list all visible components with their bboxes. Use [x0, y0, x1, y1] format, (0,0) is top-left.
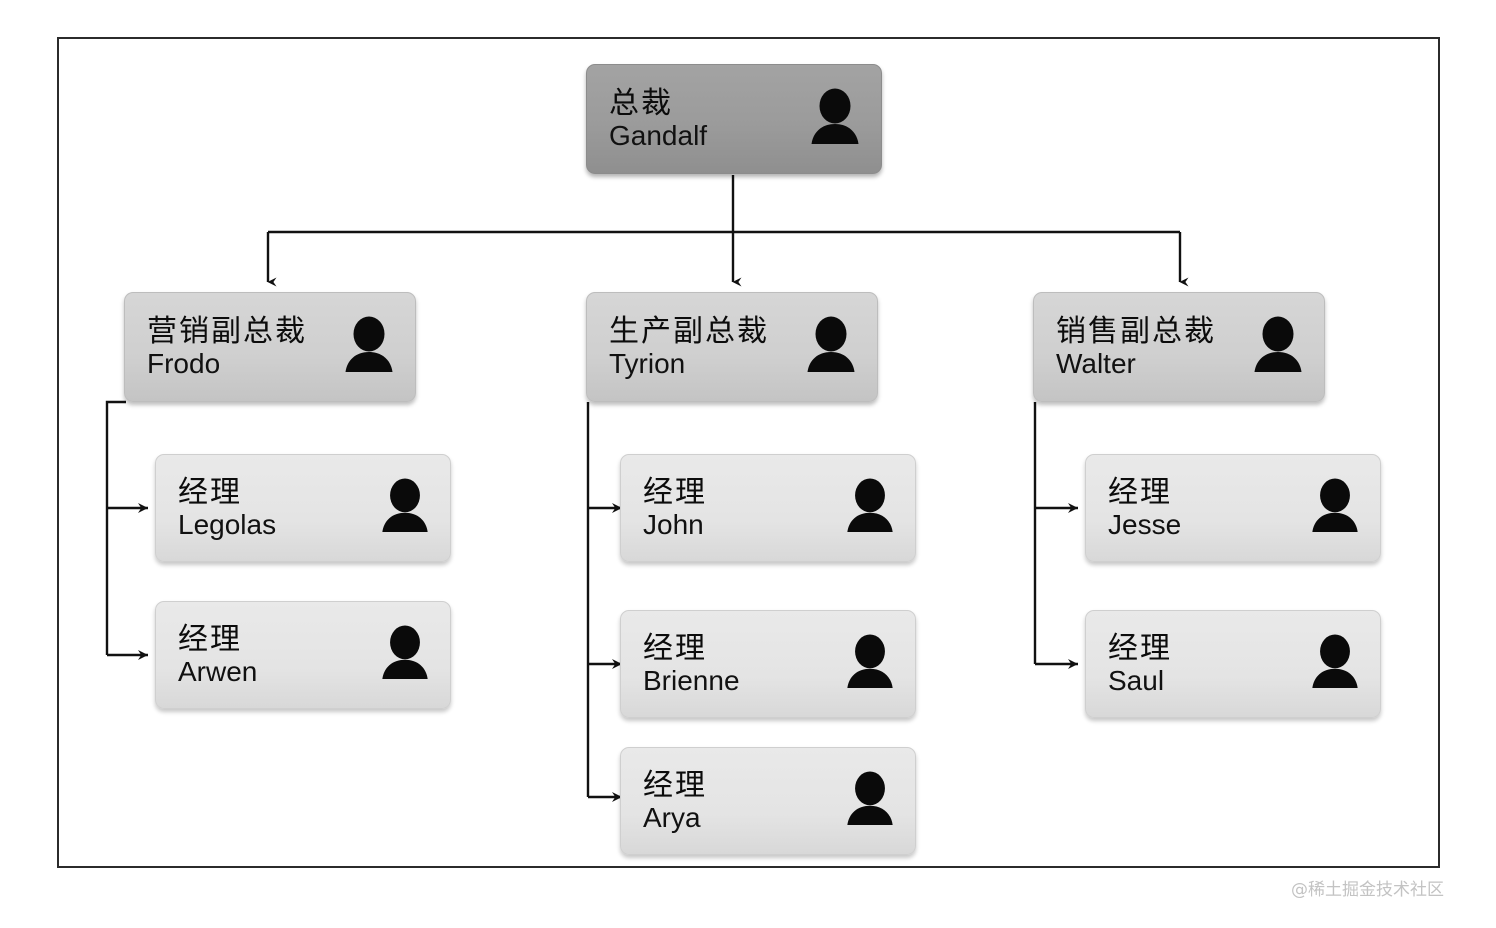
node-title: 经理 — [1108, 630, 1172, 666]
node-person: Tyrion — [609, 347, 686, 379]
node-title: 销售副总裁 — [1056, 313, 1216, 349]
node-title: 经理 — [643, 474, 707, 510]
node-title: 总裁 — [609, 85, 673, 121]
node-manager-brienne[interactable]: 经理 Brienne — [620, 610, 916, 718]
node-person: Arwen — [178, 655, 258, 687]
node-person: Saul — [1108, 664, 1165, 696]
node-manager-arya[interactable]: 经理 Arya — [620, 747, 916, 855]
node-title: 经理 — [178, 621, 242, 657]
node-labels: 经理 Arya — [643, 767, 707, 833]
node-person: Arya — [643, 801, 701, 833]
person-silhouette-icon — [1250, 314, 1306, 381]
person-silhouette-icon — [843, 769, 897, 834]
node-vp-marketing[interactable]: 营销副总裁 Frodo — [124, 292, 416, 402]
node-manager-john[interactable]: 经理 John — [620, 454, 916, 562]
person-silhouette-icon — [843, 632, 897, 697]
node-title: 经理 — [643, 767, 707, 803]
person-silhouette-icon — [803, 314, 859, 381]
node-vp-production[interactable]: 生产副总裁 Tyrion — [586, 292, 878, 402]
node-labels: 经理 John — [643, 474, 707, 540]
node-person: John — [643, 508, 704, 540]
node-labels: 销售副总裁 Walter — [1056, 313, 1216, 379]
node-vp-sales[interactable]: 销售副总裁 Walter — [1033, 292, 1325, 402]
node-labels: 经理 Brienne — [643, 630, 740, 696]
node-person: Frodo — [147, 347, 221, 379]
node-person: Gandalf — [609, 119, 708, 151]
node-labels: 总裁 Gandalf — [609, 85, 708, 151]
node-title: 经理 — [643, 630, 707, 666]
node-person: Walter — [1056, 347, 1136, 379]
node-person: Legolas — [178, 508, 277, 540]
person-silhouette-icon — [1308, 476, 1362, 541]
node-title: 经理 — [178, 474, 242, 510]
node-manager-jesse[interactable]: 经理 Jesse — [1085, 454, 1381, 562]
node-manager-legolas[interactable]: 经理 Legolas — [155, 454, 451, 562]
node-manager-saul[interactable]: 经理 Saul — [1085, 610, 1381, 718]
node-labels: 经理 Legolas — [178, 474, 277, 540]
node-title: 生产副总裁 — [609, 313, 769, 349]
node-manager-arwen[interactable]: 经理 Arwen — [155, 601, 451, 709]
watermark-text: @稀土掘金技术社区 — [1291, 880, 1444, 900]
node-labels: 经理 Saul — [1108, 630, 1172, 696]
person-silhouette-icon — [378, 476, 432, 541]
node-root-president[interactable]: 总裁 Gandalf — [586, 64, 882, 174]
node-labels: 营销副总裁 Frodo — [147, 313, 307, 379]
node-labels: 生产副总裁 Tyrion — [609, 313, 769, 379]
person-silhouette-icon — [1308, 632, 1362, 697]
person-silhouette-icon — [341, 314, 397, 381]
person-silhouette-icon — [843, 476, 897, 541]
person-silhouette-icon — [378, 623, 432, 688]
node-title: 营销副总裁 — [147, 313, 307, 349]
node-labels: 经理 Jesse — [1108, 474, 1182, 540]
node-person: Brienne — [643, 664, 740, 696]
person-silhouette-icon — [807, 86, 863, 153]
diagram-frame — [57, 37, 1440, 868]
node-labels: 经理 Arwen — [178, 621, 258, 687]
node-person: Jesse — [1108, 508, 1182, 540]
node-title: 经理 — [1108, 474, 1172, 510]
